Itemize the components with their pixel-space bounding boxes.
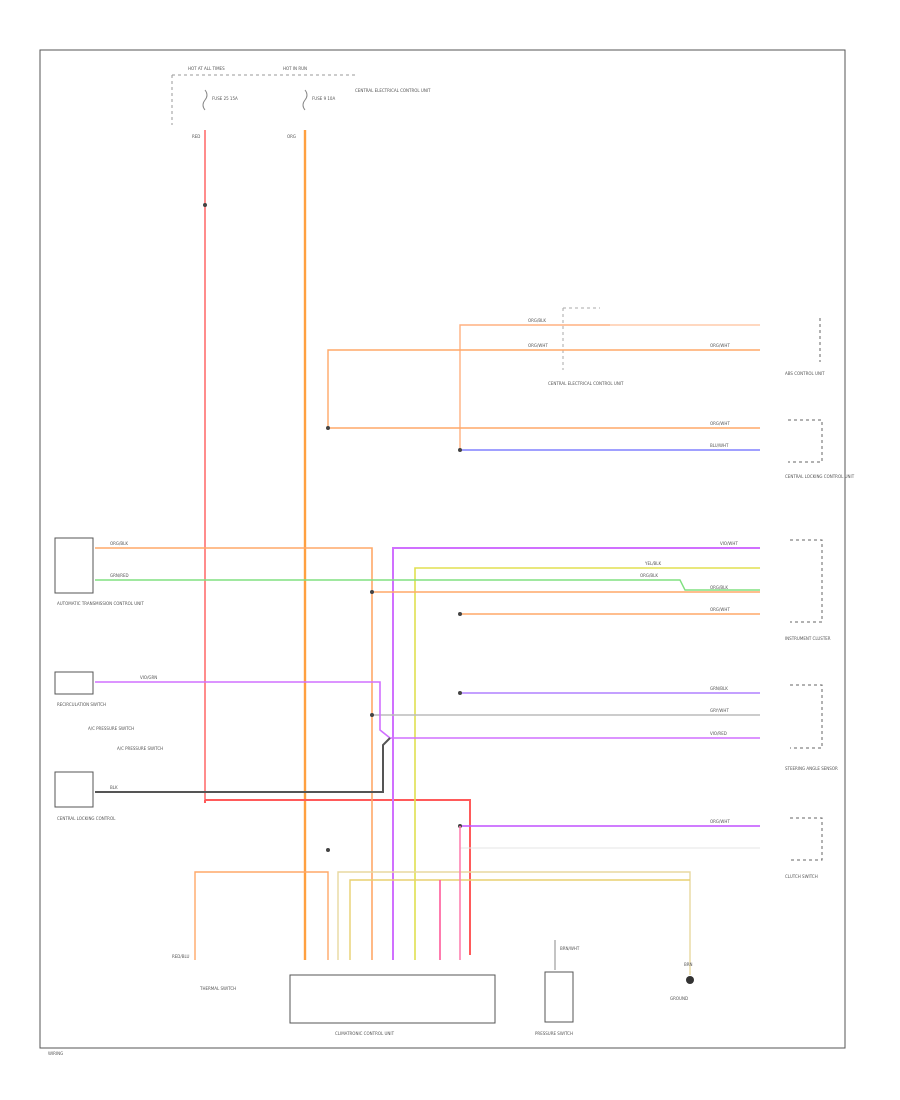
fuse-label-1: HOT AT ALL TIMES (188, 66, 225, 71)
rt-wire-2b: ORG/WHT (710, 343, 730, 348)
right-connector-4: STEERING ANGLE SENSOR (785, 684, 838, 771)
left-note-2: A/C PRESSURE SWITCH (117, 746, 163, 751)
left-component-2: RECIRCULATION SWITCH (54, 671, 106, 707)
component-right-5: CLUTCH SWITCH (785, 874, 818, 879)
left-wire-3: VIO/GRN (140, 675, 157, 680)
relay-note: CENTRAL ELECTRICAL CONTROL UNIT (548, 381, 624, 386)
diag-wire: BRN/WHT (560, 946, 580, 951)
component-bottom-ground: GROUND (670, 996, 688, 1001)
pressure-switch-box: PRESSURE SWITCH (535, 971, 574, 1036)
rt-wire-8: ORG/BLK (710, 585, 728, 590)
footer-code: WIRING (48, 1051, 63, 1056)
rt-wire-3: ORG/WHT (710, 421, 730, 426)
component-right-4: STEERING ANGLE SENSOR (785, 766, 838, 771)
rt-wire-10: GRN/BLK (710, 686, 728, 691)
component-left-1: AUTOMATIC TRANSMISSION CONTROL UNIT (57, 601, 144, 606)
bottom-bus: BRN BRN/WHT RED/BLU (172, 826, 694, 984)
right-connector-1: ABS CONTROL UNIT (785, 318, 825, 376)
left-wire-4: BLK (110, 785, 118, 790)
red-feed-label: RED/BLU (172, 954, 190, 959)
rt-wire-6: YEL/BLK (644, 561, 662, 566)
climatronic-connector: CLIMATRONIC CONTROL UNIT (289, 974, 496, 1036)
middle-wires: VIO/WHT YEL/BLK ORG/BLK GRN/RED ORG/BLK … (95, 541, 760, 960)
rt-wire-11: GRY/WHT (710, 708, 729, 713)
lower-wires: GRN/BLK GRY/WHT VIO/GRN VIO/RED BLK ORG/… (95, 675, 760, 852)
diagram-frame (39, 49, 846, 1049)
left-wire-1: ORG/BLK (110, 541, 128, 546)
rt-wire-5: VIO/WHT (720, 541, 738, 546)
relay-area: CENTRAL ELECTRICAL CONTROL UNIT ORG/BLK … (326, 307, 760, 452)
right-connector-3: INSTRUMENT CLUSTER (785, 539, 831, 641)
component-bottom-main: CLIMATRONIC CONTROL UNIT (335, 1031, 395, 1036)
fuse-label-2: HOT IN RUN (283, 66, 307, 71)
rt-wire-4: BLU/WHT (710, 443, 729, 448)
component-right-2: CENTRAL LOCKING CONTROL UNIT (785, 474, 855, 479)
left-note-1: A/C PRESSURE SWITCH (88, 726, 134, 731)
rt-wire-7: ORG/BLK (640, 573, 658, 578)
fuse-block-note: CENTRAL ELECTRICAL CONTROL UNIT (355, 88, 431, 93)
fuse-block: HOT AT ALL TIMES HOT IN RUN FUSE 25 15A … (171, 66, 431, 139)
bottom-ground-wire: BRN (684, 962, 693, 967)
rt-wire-9: ORG/WHT (710, 607, 730, 612)
component-left-2: RECIRCULATION SWITCH (57, 702, 106, 707)
component-right-3: INSTRUMENT CLUSTER (785, 636, 831, 641)
right-connector-2: CENTRAL LOCKING CONTROL UNIT (785, 419, 855, 479)
left-wire-2: GRN/RED (110, 573, 129, 578)
component-left-3: CENTRAL LOCKING CONTROL (57, 816, 116, 821)
rt-wire-top: ORG/BLK (528, 318, 546, 323)
fuse-rating-1: FUSE 25 15A (212, 96, 238, 101)
component-bottom-left: THERMAL SWITCH (199, 986, 236, 991)
component-bottom-switch: PRESSURE SWITCH (535, 1031, 573, 1036)
left-component-3: CENTRAL LOCKING CONTROL (54, 771, 116, 821)
bottom-left-switch: THERMAL SWITCH (199, 986, 236, 991)
left-component-1: AUTOMATIC TRANSMISSION CONTROL UNIT (54, 537, 144, 606)
power-feeds (203, 130, 471, 960)
rt-wire-12: VIO/RED (710, 731, 727, 736)
rt-wire-2: ORG/WHT (528, 343, 548, 348)
rt-wire-13: ORG/WHT (710, 819, 730, 824)
right-connector-5: CLUTCH SWITCH (785, 817, 823, 879)
component-right-1: ABS CONTROL UNIT (785, 371, 825, 376)
fuse-wire-1: RED (192, 134, 200, 139)
fuse-rating-2: FUSE 9 10A (312, 96, 335, 101)
fuse-wire-2: ORG (287, 134, 296, 139)
